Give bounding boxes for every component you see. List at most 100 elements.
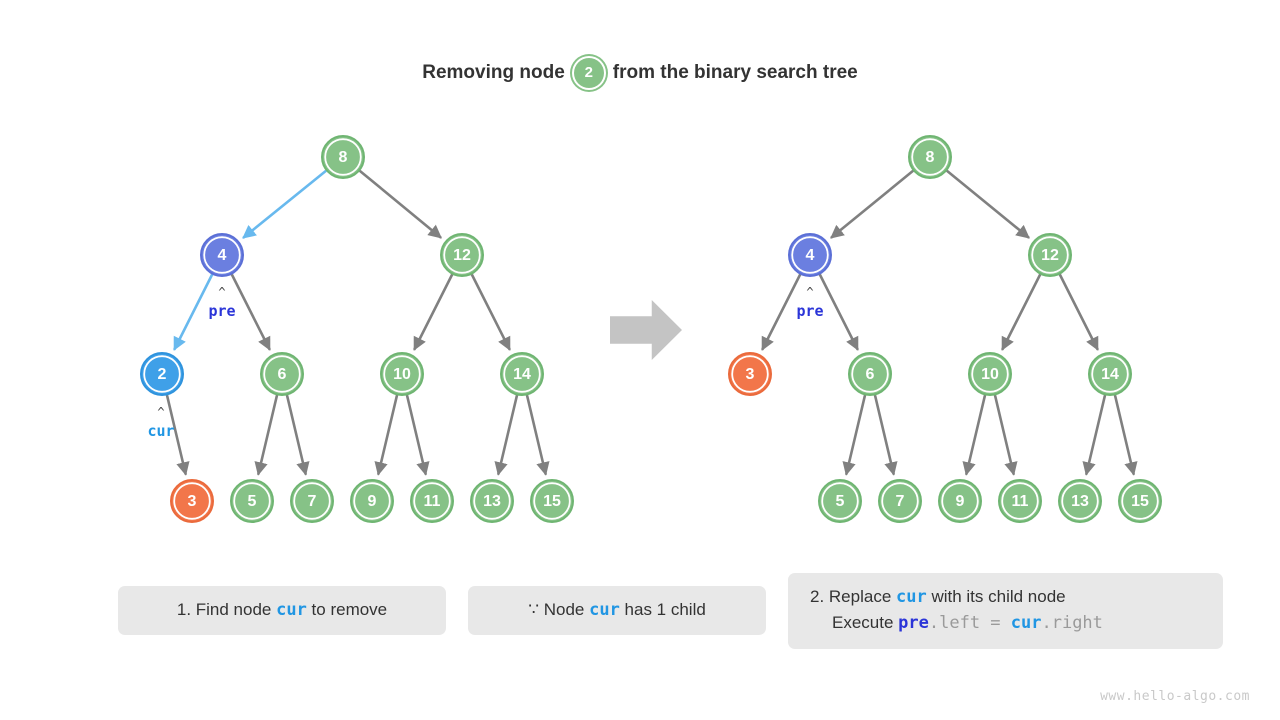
- node-inner-ring: [851, 355, 889, 393]
- tree-node-14[interactable]: 14: [500, 352, 544, 396]
- node-outer-ring: [878, 479, 922, 523]
- tree-node-6[interactable]: 6: [260, 352, 304, 396]
- node-value: 3: [746, 366, 755, 383]
- caption-step-1: 1. Find node cur to remove: [118, 586, 446, 635]
- tree-node-10[interactable]: 10: [380, 352, 424, 396]
- tree-pointer-labels-layer: ^pre^cur^pre: [147, 285, 823, 440]
- tree-edge-R10-to-R11: [993, 394, 1018, 476]
- caption-3-line2-keyword-pre: pre: [898, 613, 929, 634]
- tree-node-4[interactable]: 4: [788, 233, 832, 277]
- transition-arrow-icon: [610, 300, 682, 360]
- tree-edge-R8-to-R12: [945, 169, 1030, 239]
- tree-node-3[interactable]: 3: [170, 479, 214, 523]
- tree-edge-L6-to-L5: [254, 394, 279, 476]
- caption-3-line1-keyword-cur: cur: [896, 587, 927, 607]
- tree-node-8[interactable]: 8: [321, 135, 365, 179]
- node-outer-ring: [818, 479, 862, 523]
- node-outer-ring: [1028, 233, 1072, 277]
- tree-node-7[interactable]: 7: [878, 479, 922, 523]
- pointer-caret-icon: ^: [218, 285, 225, 299]
- tree-node-4[interactable]: 4: [200, 233, 244, 277]
- pointer-name: pre: [796, 302, 823, 320]
- node-value: 11: [424, 493, 441, 510]
- node-outer-ring: [1088, 352, 1132, 396]
- node-outer-ring: [290, 479, 334, 523]
- tree-node-13[interactable]: 13: [1058, 479, 1102, 523]
- node-inner-ring: [1091, 355, 1129, 393]
- tree-node-9[interactable]: 9: [350, 479, 394, 523]
- tree-node-5[interactable]: 5: [818, 479, 862, 523]
- node-value: 14: [1101, 366, 1119, 383]
- node-inner-ring: [353, 482, 391, 520]
- tree-node-8[interactable]: 8: [908, 135, 952, 179]
- tree-edge-L14-to-L15: [525, 394, 550, 476]
- tree-edge-L14-to-L13: [494, 394, 519, 476]
- node-inner-ring: [881, 482, 919, 520]
- tree-node-2[interactable]: 2: [140, 352, 184, 396]
- node-value: 8: [926, 149, 935, 166]
- node-inner-ring: [971, 355, 1009, 393]
- caption-3-line2-left-expr: .left =: [928, 613, 1011, 634]
- caption-3-line2-keyword-cur: cur: [1010, 613, 1042, 634]
- node-outer-ring: [260, 352, 304, 396]
- tree-node-3[interactable]: 3: [728, 352, 772, 396]
- node-inner-ring: [413, 482, 451, 520]
- node-outer-ring: [200, 233, 244, 277]
- node-inner-ring: [941, 482, 979, 520]
- tree-node-11[interactable]: 11: [998, 479, 1042, 523]
- caption-3-line2: Execute pre.left = cur.right: [810, 610, 1223, 636]
- tree-node-14[interactable]: 14: [1088, 352, 1132, 396]
- node-outer-ring: [788, 233, 832, 277]
- node-value: 5: [248, 493, 257, 510]
- tree-node-11[interactable]: 11: [410, 479, 454, 523]
- node-outer-ring: [1058, 479, 1102, 523]
- tree-edge-L8-to-L12: [358, 169, 442, 239]
- title-suffix: from the binary search tree: [612, 62, 858, 83]
- node-outer-ring: [350, 479, 394, 523]
- tree-node-12[interactable]: 12: [440, 233, 484, 277]
- pointer-label-pre: ^pre: [208, 285, 235, 320]
- node-inner-ring: [533, 482, 571, 520]
- node-outer-ring: [230, 479, 274, 523]
- node-value: 12: [453, 247, 471, 264]
- caption-3-line2-right-expr: .right: [1041, 613, 1103, 634]
- pointer-caret-icon: ^: [157, 405, 164, 419]
- node-outer-ring: [321, 135, 365, 179]
- caption-1-prefix: 1. Find node: [176, 600, 277, 619]
- caption-3-line1-suffix: with its child node: [926, 587, 1066, 606]
- node-inner-ring: [233, 482, 271, 520]
- node-inner-ring: [503, 355, 541, 393]
- node-outer-ring: [170, 479, 214, 523]
- node-inner-ring: [203, 236, 241, 274]
- tree-node-7[interactable]: 7: [290, 479, 334, 523]
- tree-edge-R12-to-R14: [1058, 273, 1099, 351]
- title-node-badge: 2: [571, 56, 606, 90]
- tree-edge-R12-to-R10: [1001, 273, 1042, 351]
- pointer-label-pre: ^ pre: [796, 285, 823, 320]
- pointer-label-cur: ^cur: [147, 405, 174, 440]
- tree-node-6[interactable]: 6: [848, 352, 892, 396]
- node-value: 4: [218, 247, 227, 264]
- pointer-caret-icon: ^: [806, 285, 813, 299]
- tree-edge-R6-to-R5: [842, 394, 867, 476]
- tree-node-15[interactable]: 15: [530, 479, 574, 523]
- node-inner-ring: [324, 138, 362, 176]
- tree-edge-L10-to-L11: [405, 394, 430, 476]
- tree-node-13[interactable]: 13: [470, 479, 514, 523]
- node-value: 13: [483, 493, 501, 510]
- tree-node-10[interactable]: 10: [968, 352, 1012, 396]
- caption-3-line1: 2. Replace cur with its child node: [810, 587, 1066, 607]
- node-outer-ring: [470, 479, 514, 523]
- node-outer-ring: [530, 479, 574, 523]
- tree-node-12[interactable]: 12: [1028, 233, 1072, 277]
- tree-node-5[interactable]: 5: [230, 479, 274, 523]
- node-value: 14: [513, 366, 531, 383]
- tree-node-15[interactable]: 15: [1118, 479, 1162, 523]
- caption-1-suffix: to remove: [306, 600, 388, 619]
- node-inner-ring: [731, 355, 769, 393]
- tree-node-9[interactable]: 9: [938, 479, 982, 523]
- tree-edge-L8-to-L4: [242, 169, 328, 239]
- tree-edge-L6-to-L7: [285, 394, 310, 476]
- caption-2-prefix: ∵ Node: [528, 600, 590, 619]
